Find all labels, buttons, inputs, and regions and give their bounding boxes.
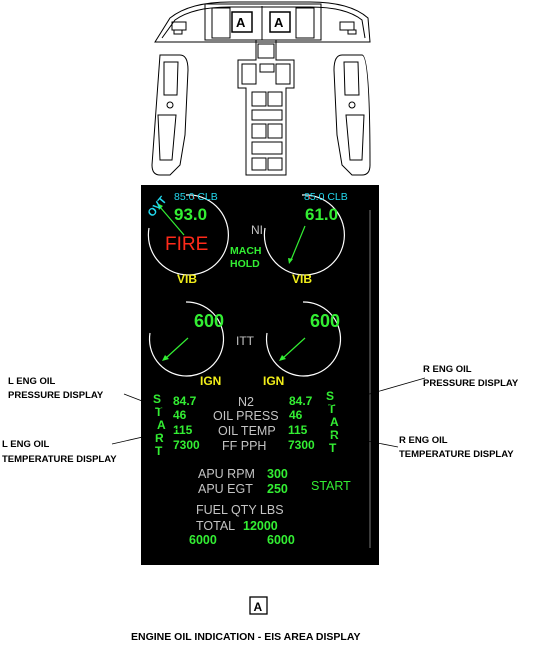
callout-l-temp-line1: L ENG OIL <box>2 439 50 450</box>
left-ff-value: 7300 <box>173 438 200 452</box>
leader-l-press <box>123 393 177 415</box>
left-itt-gauge: 600 IGN <box>148 301 225 388</box>
right-itt-value: 600 <box>310 311 340 331</box>
right-engine-values: 84.7 46 115 7300 <box>288 394 315 452</box>
left-oil-press-value: 46 <box>173 408 187 422</box>
ni-label: NI <box>251 223 263 237</box>
hold-label: HOLD <box>230 258 260 270</box>
callout-l-temp-line2: TEMPERATURE DISPLAY <box>2 454 117 465</box>
left-n2-value: 84.7 <box>173 394 197 408</box>
right-start-letter: T <box>328 402 336 416</box>
left-fire-warning: FIRE <box>165 234 208 255</box>
right-itt-pointer-head <box>279 355 286 361</box>
right-n1-value: 61.0 <box>305 205 338 224</box>
right-n1-gauge: 85.0 CLB 61.0 VIB <box>263 191 348 286</box>
apu-section: APU RPM 300 APU EGT 250 START <box>198 467 351 496</box>
fuel-section: FUEL QTY LBS TOTAL 12000 6000 6000 <box>189 503 295 547</box>
panel-marker-a-left <box>231 11 253 33</box>
leader-r-temp <box>305 428 399 448</box>
left-control-column <box>151 54 189 176</box>
callout-r-temp-line2: TEMPERATURE DISPLAY <box>399 449 514 460</box>
left-itt-pointer-head <box>162 355 169 361</box>
right-n1-pointer-head <box>288 258 293 264</box>
center-engine-labels: N2 OIL PRESS OIL TEMP FF PPH <box>213 395 279 453</box>
mach-label: MACH <box>230 245 262 257</box>
apu-start-label: START <box>311 479 351 493</box>
ff-pph-label: FF PPH <box>222 439 266 453</box>
left-start-letter: T <box>155 405 163 419</box>
right-n1-arc <box>263 194 345 276</box>
right-ff-value: 7300 <box>288 438 315 452</box>
center-pedestal <box>237 39 295 176</box>
right-n1-redline <box>308 195 311 200</box>
area-marker-box <box>249 596 268 615</box>
apu-egt-value: 250 <box>267 482 288 496</box>
fuel-total-value: 12000 <box>243 519 278 533</box>
oil-temp-label: OIL TEMP <box>218 424 276 438</box>
right-start-indicator: S T A R T <box>326 389 339 455</box>
oil-press-label: OIL PRESS <box>213 409 279 423</box>
apu-egt-label: APU EGT <box>198 482 253 496</box>
apu-rpm-label: APU RPM <box>198 467 255 481</box>
right-n2-value: 84.7 <box>289 394 313 408</box>
cockpit-overview <box>151 1 371 176</box>
right-control-column <box>333 54 371 176</box>
left-itt-pointer <box>165 337 189 359</box>
fuel-total-label: TOTAL <box>196 519 235 533</box>
right-oil-temp-value: 115 <box>288 423 308 437</box>
panel-marker-a-right <box>269 11 291 33</box>
area-marker-letter: A <box>254 600 263 614</box>
right-fuel-qty-value: 6000 <box>267 533 295 547</box>
leader-l-temp <box>111 428 179 445</box>
right-vib-label: VIB <box>292 272 312 286</box>
left-n1-arc <box>147 194 229 276</box>
fuel-qty-label: FUEL QTY LBS <box>196 503 284 517</box>
left-itt-arc <box>148 301 225 377</box>
left-oil-temp-value: 115 <box>173 423 193 437</box>
right-n1-pointer <box>290 225 306 261</box>
left-vib-label: VIB <box>177 272 197 286</box>
right-ign-label: IGN <box>263 374 284 388</box>
left-itt-value: 600 <box>194 311 224 331</box>
right-start-letter: S <box>326 389 334 403</box>
right-n1-target: 85.0 CLB <box>304 191 348 203</box>
eis-display: OVT 85.0 CLB 93.0 FIRE VIB 85.0 CLB 61.0… <box>141 185 379 565</box>
left-engine-values: 84.7 46 115 7300 <box>173 394 200 452</box>
left-n1-pointer-head <box>157 203 163 210</box>
right-itt-arc <box>265 301 342 377</box>
apu-rpm-value: 300 <box>267 467 288 481</box>
panel-marker-a-left-letter: A <box>236 15 246 30</box>
callout-l-press-line1: L ENG OIL <box>8 376 56 387</box>
left-fuel-qty-value: 6000 <box>189 533 217 547</box>
callout-r-temp-line1: R ENG OIL <box>399 435 448 446</box>
left-start-letter: S <box>153 392 161 406</box>
panel-marker-a-right-letter: A <box>274 15 284 30</box>
left-n1-redline <box>192 195 195 200</box>
callout-l-press-line2: PRESSURE DISPLAY <box>8 390 104 401</box>
left-n1-target: 85.0 CLB <box>174 191 218 203</box>
left-start-indicator: S T A R T <box>153 392 166 458</box>
right-oil-press-value: 46 <box>289 408 303 422</box>
left-n1-value: 93.0 <box>174 205 207 224</box>
right-start-letter: A <box>330 415 339 429</box>
left-n1-pointer <box>159 206 185 236</box>
callout-r-press-line1: R ENG OIL <box>423 364 472 375</box>
left-start-letter: A <box>157 418 166 432</box>
right-itt-pointer <box>282 337 306 359</box>
callout-r-press-line2: PRESSURE DISPLAY <box>423 378 519 389</box>
right-start-letter: R <box>330 428 339 442</box>
left-start-letter: T <box>155 444 163 458</box>
right-itt-gauge: 600 IGN <box>263 301 342 388</box>
side-panel-right <box>339 21 355 31</box>
leader-r-press <box>299 377 426 415</box>
itt-label: ITT <box>236 334 255 348</box>
left-start-letter: R <box>155 431 164 445</box>
right-start-letter: T <box>329 441 337 455</box>
caption: ENGINE OIL INDICATION - EIS AREA DISPLAY <box>131 631 360 643</box>
callouts: L ENG OIL PRESSURE DISPLAY L ENG OIL TEM… <box>2 364 519 465</box>
left-ign-label: IGN <box>200 374 221 388</box>
n2-label: N2 <box>238 395 254 409</box>
